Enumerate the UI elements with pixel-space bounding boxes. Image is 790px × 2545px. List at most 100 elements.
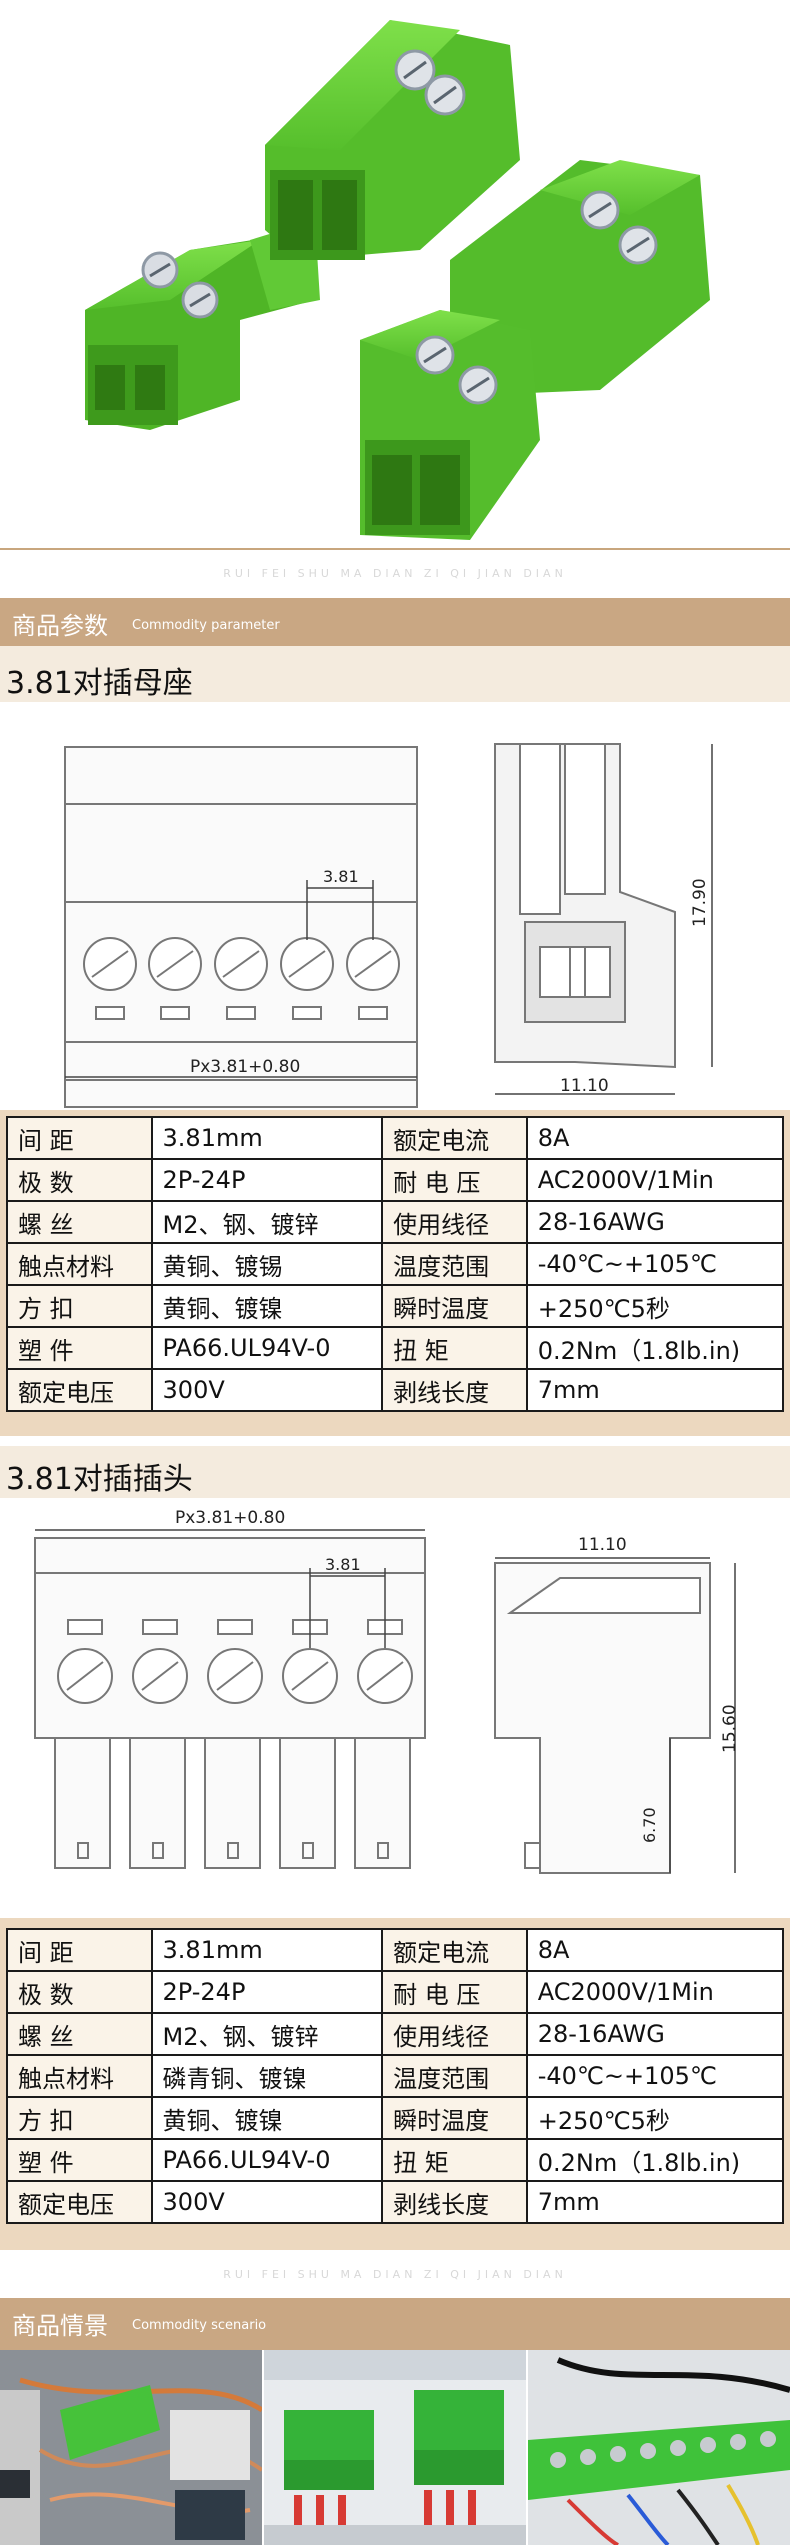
spec-label: 瞬时温度 (381, 2096, 528, 2140)
spec-value: 3.81mm (150, 1928, 384, 1972)
socket-side-view (494, 743, 676, 1069)
spec-label: 耐 电 压 (381, 1158, 528, 1202)
section-title-en: Commodity scenario (132, 2318, 267, 2333)
spec-value: 2P-24P (150, 1970, 384, 2014)
socket-dim-pitch: 3.81 (323, 867, 359, 886)
plug-title-bar: 3.81对插插头 (0, 1446, 790, 1498)
spec-value: M2、钢、镀锌 (150, 2012, 384, 2056)
spec-value: 2P-24P (150, 1158, 384, 1202)
socket-title-bar: 3.81对插母座 (0, 646, 790, 702)
spec-label: 塑 件 (6, 2138, 153, 2182)
spec-value: PA66.UL94V-0 (150, 2138, 384, 2182)
spec-value: 黄铜、镀镍 (150, 1284, 384, 1328)
spec-label: 触点材料 (6, 1242, 153, 1286)
socket-dim-depth: 11.10 (560, 1076, 609, 1096)
plug-front-view (34, 1537, 426, 1869)
spec-value: 300V (150, 2180, 384, 2224)
plug-side-view (494, 1562, 711, 1874)
watermark-text-2: RUI FEI SHU MA DIAN ZI QI JIAN DIAN (223, 2268, 567, 2281)
spec-label: 额定电流 (381, 1928, 528, 1972)
spec-label: 间 距 (6, 1928, 153, 1972)
spec-label: 扭 矩 (381, 1326, 528, 1370)
scenario-photo-2 (264, 2350, 526, 2545)
spec-value: 黄铜、镀镍 (150, 2096, 384, 2140)
spec-value: M2、钢、镀锌 (150, 1200, 384, 1244)
spec-value: 0.2Nm（1.8lb.in) (525, 2138, 785, 2182)
scenario-photo-1 (0, 2350, 262, 2545)
socket-title: 3.81对插母座 (6, 666, 193, 701)
plug-dim-pitch: 3.81 (325, 1555, 361, 1574)
section-header-params: 商品参数 Commodity parameter (0, 598, 790, 646)
scenario-photo-3 (528, 2350, 790, 2545)
socket-screw-holes (83, 937, 400, 1020)
spec-label: 扭 矩 (381, 2138, 528, 2182)
spec-value: 7mm (525, 2180, 785, 2224)
connector-plug-upper (265, 20, 520, 260)
spec-label: 触点材料 (6, 2054, 153, 2098)
spec-label: 螺 丝 (6, 2012, 153, 2056)
spec-value: 28-16AWG (525, 2012, 785, 2056)
spec-value: AC2000V/1Min (525, 1970, 785, 2014)
spec-label: 瞬时温度 (381, 1284, 528, 1328)
spec-label: 螺 丝 (6, 1200, 153, 1244)
spec-value: 7mm (525, 1368, 785, 1412)
spec-label: 方 扣 (6, 2096, 153, 2140)
spec-value: +250℃5秒 (525, 2096, 785, 2140)
section-title-cn: 商品参数 (12, 612, 108, 640)
spec-row: 触点材料磷青铜、镀镍温度范围-40℃~+105℃ (6, 2054, 785, 2098)
spec-label: 温度范围 (381, 1242, 528, 1286)
spec-label: 温度范围 (381, 2054, 528, 2098)
spec-value: -40℃~+105℃ (525, 1242, 785, 1286)
spec-label: 剥线长度 (381, 1368, 528, 1412)
spec-value: 28-16AWG (525, 1200, 785, 1244)
spec-value: 0.2Nm（1.8lb.in) (525, 1326, 785, 1370)
spec-row: 触点材料黄铜、镀锡温度范围-40℃~+105℃ (6, 1242, 785, 1286)
spec-row: 方 扣黄铜、镀镍瞬时温度+250℃5秒 (6, 2096, 785, 2140)
spec-value: AC2000V/1Min (525, 1158, 785, 1202)
spec-label: 极 数 (6, 1970, 153, 2014)
spec-value: 磷青铜、镀镍 (150, 2054, 384, 2098)
spec-label: 额定电压 (6, 2180, 153, 2224)
section-header-scene: 商品情景 Commodity scenario (0, 2298, 790, 2350)
socket-dim-width: Px3.81+0.80 (190, 1057, 300, 1077)
spec-value: +250℃5秒 (525, 1284, 785, 1328)
spec-label: 间 距 (6, 1116, 153, 1160)
spec-value: 3.81mm (150, 1116, 384, 1160)
plug-technical-drawing: Px3.81+0.80 (0, 1498, 790, 1918)
plug-screw-holes (57, 1619, 413, 1704)
spec-label: 耐 电 压 (381, 1970, 528, 2014)
plug-dim-height: 15.60 (720, 1704, 740, 1753)
plug-title: 3.81对插插头 (6, 1462, 193, 1497)
spec-label: 极 数 (6, 1158, 153, 1202)
spec-label: 剥线长度 (381, 2180, 528, 2224)
spec-value: 300V (150, 1368, 384, 1412)
section-title-cn: 商品情景 (12, 2312, 108, 2340)
product-photo (0, 0, 790, 548)
divider (0, 548, 790, 550)
spec-label: 塑 件 (6, 1326, 153, 1370)
socket-technical-drawing: 3.81 Px3.81+0.80 17.90 11.10 (0, 702, 790, 1110)
spec-value: PA66.UL94V-0 (150, 1326, 384, 1370)
plug-dim-pin: 6.70 (640, 1807, 659, 1843)
plug-dim-width: Px3.81+0.80 (175, 1508, 285, 1528)
spec-value: 黄铜、镀锡 (150, 1242, 384, 1286)
spec-label: 额定电压 (6, 1368, 153, 1412)
spec-value: -40℃~+105℃ (525, 2054, 785, 2098)
spec-label: 使用线径 (381, 1200, 528, 1244)
spec-value: 8A (525, 1928, 785, 1972)
spec-label: 使用线径 (381, 2012, 528, 2056)
spec-value: 8A (525, 1116, 785, 1160)
section-title-en: Commodity parameter (132, 618, 280, 633)
